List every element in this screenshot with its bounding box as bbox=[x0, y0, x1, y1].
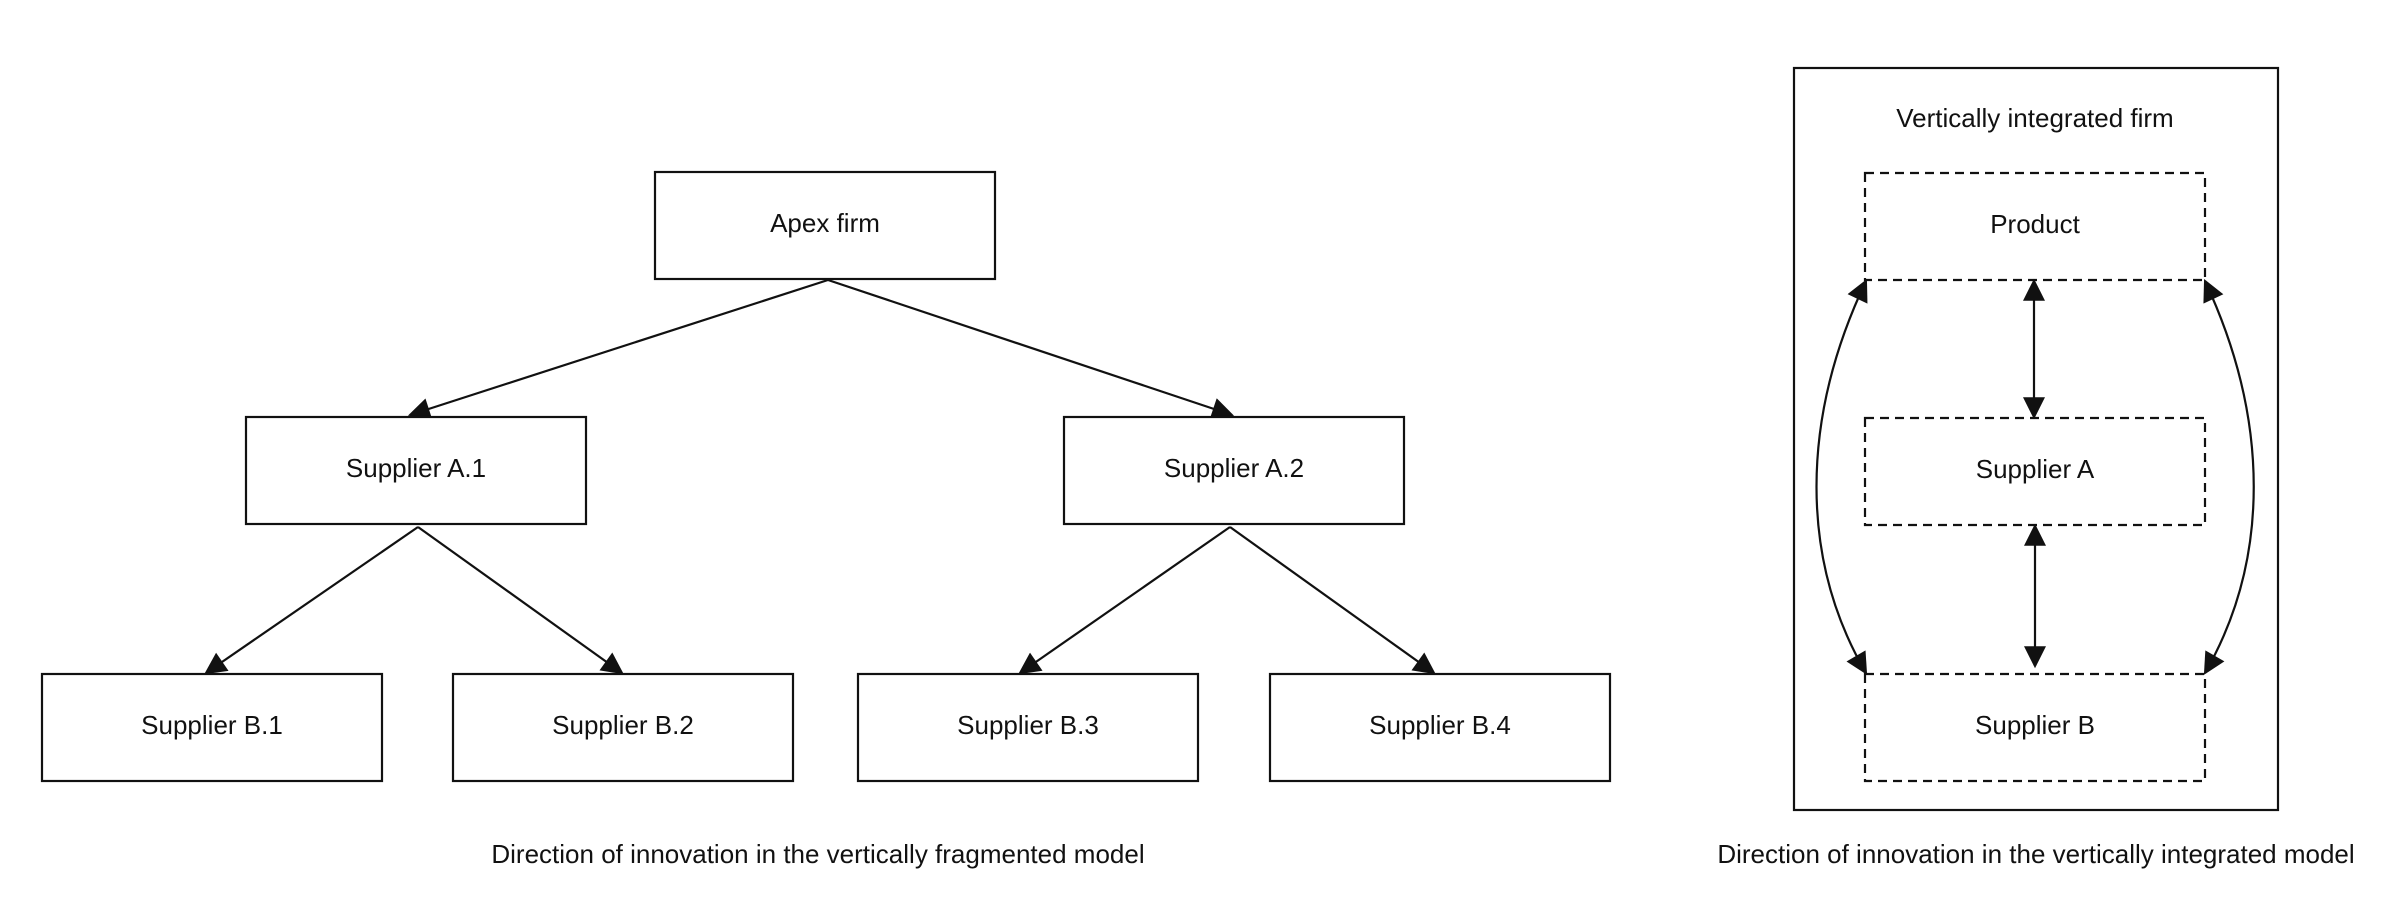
edge-product-supplier-b-left bbox=[1815, 279, 1868, 675]
node-supplier-a2-label: Supplier A.2 bbox=[1164, 453, 1304, 483]
node-supplier-b1: Supplier B.1 bbox=[40, 672, 384, 783]
node-supplier-a1: Supplier A.1 bbox=[244, 415, 588, 526]
integrated-firm-frame bbox=[1792, 66, 2280, 812]
node-supplier-b2-label: Supplier B.2 bbox=[552, 710, 694, 740]
edge-a2-to-b3 bbox=[1018, 526, 1231, 675]
edge-apex-to-a2 bbox=[827, 278, 1235, 420]
integrated-caption: Direction of innovation in the verticall… bbox=[1717, 839, 2354, 869]
node-apex-firm-label: Apex firm bbox=[770, 208, 880, 238]
edge-product-supplier-b-right bbox=[2203, 279, 2255, 675]
node-supplier-b4: Supplier B.4 bbox=[1268, 672, 1612, 783]
node-apex-firm: Apex firm bbox=[653, 170, 997, 281]
node-supplier-b2: Supplier B.2 bbox=[451, 672, 795, 783]
fragmented-diagram: Apex firm Supplier A.1 Supplier A.2 Supp… bbox=[40, 170, 1612, 869]
node-supplier-b3: Supplier B.3 bbox=[856, 672, 1200, 783]
node-supplier-a: Supplier A bbox=[1863, 416, 2207, 527]
node-product-label: Product bbox=[1990, 209, 2080, 239]
integrated-diagram: Vertically integrated firm Product Suppl… bbox=[1717, 66, 2355, 869]
node-supplier-b3-label: Supplier B.3 bbox=[957, 710, 1099, 740]
edge-a1-to-b1 bbox=[204, 526, 419, 675]
node-supplier-b: Supplier B bbox=[1863, 672, 2207, 783]
node-supplier-b-label: Supplier B bbox=[1975, 710, 2095, 740]
edge-a2-to-b4 bbox=[1229, 526, 1436, 675]
edge-a1-to-b2 bbox=[417, 526, 624, 675]
fragmented-caption: Direction of innovation in the verticall… bbox=[491, 839, 1144, 869]
node-supplier-a2: Supplier A.2 bbox=[1062, 415, 1406, 526]
node-supplier-a1-label: Supplier A.1 bbox=[346, 453, 486, 483]
node-supplier-b1-label: Supplier B.1 bbox=[141, 710, 283, 740]
integrated-firm-title: Vertically integrated firm bbox=[1896, 103, 2173, 133]
node-product: Product bbox=[1863, 171, 2207, 282]
edge-apex-to-a1 bbox=[407, 278, 829, 420]
node-supplier-b4-label: Supplier B.4 bbox=[1369, 710, 1511, 740]
node-supplier-a-label: Supplier A bbox=[1976, 454, 2095, 484]
